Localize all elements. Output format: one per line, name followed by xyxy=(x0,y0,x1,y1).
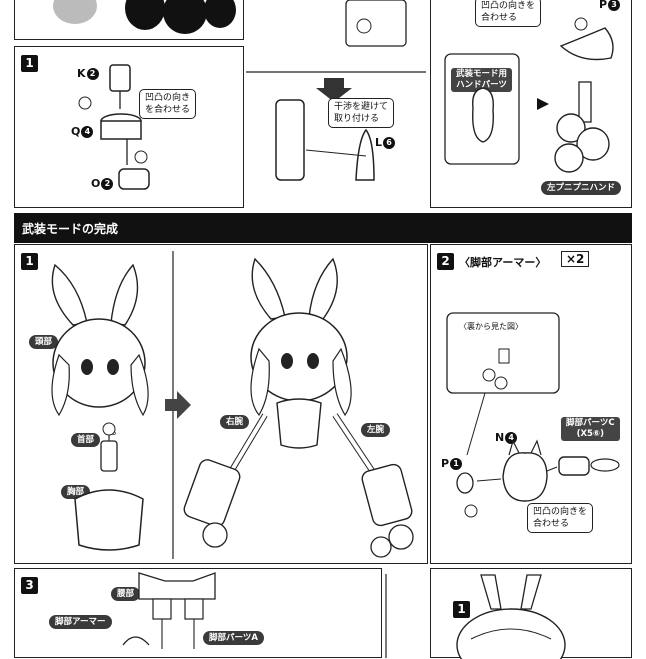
panel-bottom-step3: 3 腰部 脚部アーマー 脚部パーツA xyxy=(14,568,382,658)
neck-label: 首部 xyxy=(71,433,101,447)
step-number: 1 xyxy=(453,601,470,618)
section-title-bar: 武装モードの完成 xyxy=(14,213,632,243)
step-number: 2 xyxy=(437,253,454,270)
leg-parts-c-label: 脚部パーツC (X5⑥) xyxy=(561,417,620,441)
step2-title: 〈脚部アーマー〉 xyxy=(459,256,547,269)
waist-label: 腰部 xyxy=(111,587,141,601)
step2-count: ×2 xyxy=(561,251,590,267)
bottom-middle-divider xyxy=(385,574,387,658)
waist-assembly-illustration xyxy=(122,572,216,649)
step-number: 3 xyxy=(21,577,38,594)
left-arm-label: 左腕 xyxy=(361,423,391,437)
left-puni-hand-label: 左プニプニハンド xyxy=(541,181,622,195)
panel-bottom-right: 1 xyxy=(430,568,632,659)
section-title: 武装モードの完成 xyxy=(22,222,119,236)
callout-align-right: 凹凸の向きを 合わせる xyxy=(475,0,542,27)
callout-avoid-interference: 干渉を避けて 取り付ける xyxy=(328,98,395,128)
panel-middle-step1: 1 頭部 首部 胸部 右腕 左腕 L5 xyxy=(14,244,428,564)
step-number: 1 xyxy=(21,55,38,72)
sphere-parts-illustration xyxy=(53,0,236,34)
right-arm-label: 右腕 xyxy=(220,415,250,429)
k-q-o-assembly-illustration xyxy=(78,64,150,190)
assembly-illustration xyxy=(51,251,414,559)
callout-align-parts: 凹凸の向き を合わせる xyxy=(139,89,197,119)
leg-armor-label: 脚部アーマー xyxy=(49,615,112,629)
callout-align-leg: 凹凸の向きを 合わせる xyxy=(527,503,594,533)
panel-top-left-image xyxy=(14,0,244,40)
head-label: 頭部 xyxy=(29,335,59,349)
leg-armor-illustration xyxy=(446,312,620,518)
step-number: 1 xyxy=(21,253,38,270)
back-view-label: 〈裏から見た図〉 xyxy=(459,322,523,331)
weapon-hand-parts-label: 武装モード用 ハンドパーツ xyxy=(451,68,513,92)
hand-assembly-illustration xyxy=(444,17,614,173)
top-middle-illustration xyxy=(246,0,426,181)
leg-parts-a-label: 脚部パーツA xyxy=(203,631,264,645)
